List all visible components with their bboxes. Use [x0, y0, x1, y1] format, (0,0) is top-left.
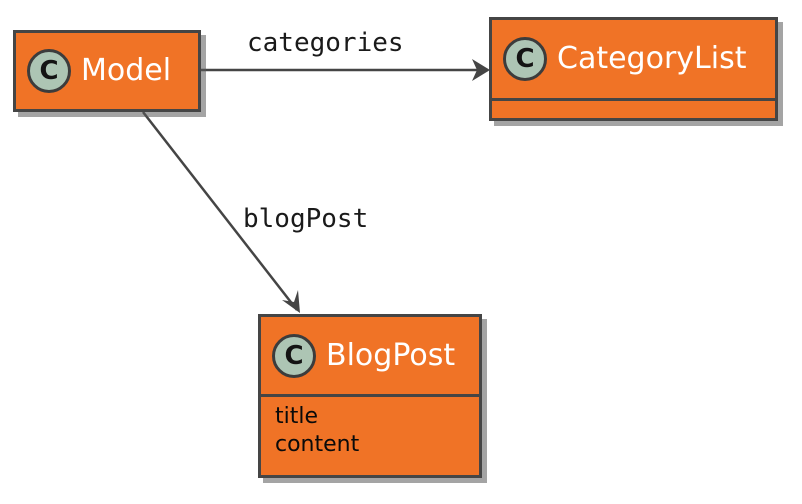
- class-badge-icon: C: [27, 49, 71, 93]
- attribute-content: content: [275, 432, 360, 457]
- class-blog-post-divider: [261, 394, 479, 397]
- categories-label: categories: [247, 28, 404, 58]
- class-model-name: Model: [81, 53, 172, 88]
- class-model-header: C Model: [16, 33, 198, 109]
- class-category-list[interactable]: C CategoryList: [489, 17, 778, 121]
- class-model[interactable]: C Model: [13, 30, 201, 112]
- class-category-list-name: CategoryList: [557, 41, 747, 76]
- class-blog-post-header: C BlogPost: [261, 317, 479, 394]
- attribute-title: title: [275, 404, 319, 429]
- blog-post-label: blogPost: [243, 204, 369, 234]
- class-blog-post[interactable]: C BlogPost title content: [258, 314, 482, 478]
- categories-arrowhead: [472, 59, 490, 81]
- class-blog-post-name: BlogPost: [326, 337, 456, 373]
- class-blog-post-attributes: title content: [261, 397, 479, 459]
- class-badge-icon: C: [272, 333, 316, 378]
- class-category-list-divider: [492, 98, 775, 101]
- blog-post-edge: [142, 111, 298, 311]
- blog-post-arrowhead: [282, 290, 300, 313]
- class-category-list-header: C CategoryList: [492, 20, 775, 98]
- class-badge-icon: C: [503, 37, 547, 81]
